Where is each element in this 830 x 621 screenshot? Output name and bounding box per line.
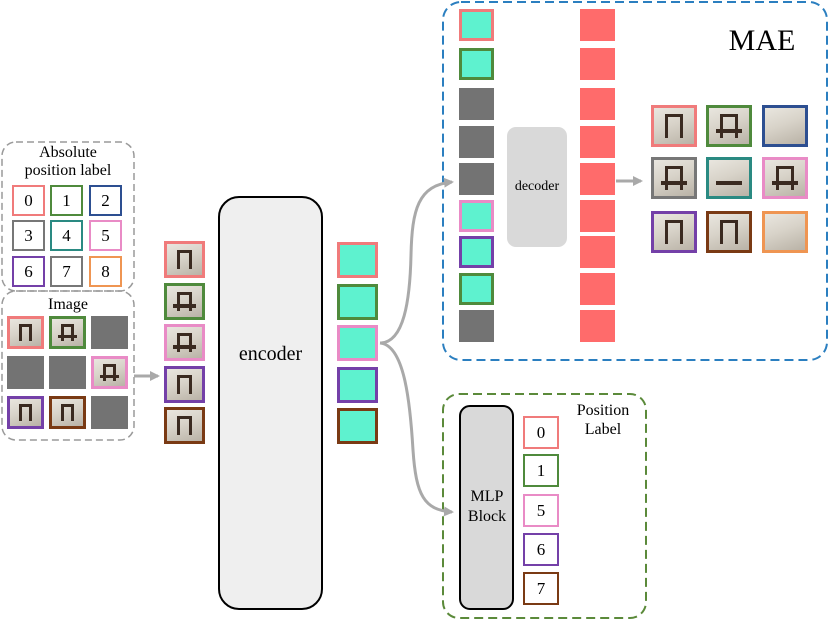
decoder-label: decoder [514, 179, 560, 194]
reconstructed-patch-7 [706, 211, 752, 253]
image-patch-3-masked [7, 356, 44, 389]
reconstructed-patch-0 [651, 105, 697, 147]
predicted-position-0: 0 [523, 416, 559, 449]
decoder-input-token-1 [459, 48, 494, 80]
reconstructed-patch-3 [651, 157, 697, 199]
encoder-block [218, 196, 323, 610]
mlp-group [442, 393, 647, 619]
position-label-title: Position Label [576, 402, 630, 438]
abs-pos-4: 4 [50, 220, 83, 251]
abs-pos-5: 5 [89, 220, 122, 251]
abs-pos-1: 1 [50, 185, 83, 216]
reconstructed-patch-1 [706, 105, 752, 147]
image-patch-8-masked [91, 396, 128, 429]
mlp-block [459, 405, 514, 610]
encoded-token-6 [337, 367, 378, 403]
decoder-output-token-1 [580, 48, 615, 80]
abs-pos-6: 6 [12, 256, 45, 287]
abs-pos-7: 7 [50, 256, 83, 287]
absolute-position-group [1, 141, 135, 292]
image-patch-1 [49, 316, 86, 349]
reconstructed-patch-6 [651, 211, 697, 253]
decoder-output-token-2 [580, 88, 615, 120]
abs-pos-3: 3 [12, 220, 45, 251]
decoder-output-token-3 [580, 126, 615, 158]
image-patch-4-masked [49, 356, 86, 389]
reconstructed-patch-5 [762, 157, 808, 199]
predicted-position-5: 5 [523, 494, 559, 527]
image-title: Image [48, 296, 88, 313]
image-group [1, 290, 135, 441]
mae-title: MAE [728, 24, 796, 57]
image-patch-0 [7, 316, 44, 349]
image-patch-5 [91, 356, 128, 389]
predicted-position-6: 6 [523, 533, 559, 566]
mlp-block-label: MLP Block [467, 488, 507, 525]
predicted-position-1: 1 [523, 454, 559, 487]
decoder-input-token-5 [459, 200, 494, 232]
mae-group [442, 1, 828, 361]
reconstructed-patch-2 [762, 105, 808, 147]
encoded-token-7 [337, 408, 378, 444]
encoded-token-5 [337, 325, 378, 361]
predicted-position-7: 7 [523, 572, 559, 605]
decoder-input-token-6 [459, 236, 494, 268]
decoder-output-token-5 [580, 200, 615, 232]
encoder-label: encoder [238, 343, 303, 365]
decoder-output-token-4 [580, 163, 615, 195]
image-patch-2-masked [91, 316, 128, 349]
decoder-input-mask-4 [459, 163, 494, 195]
abs-pos-8: 8 [89, 256, 122, 287]
encoded-token-0 [337, 242, 378, 278]
reconstructed-patch-4 [706, 157, 752, 199]
image-patch-7 [49, 396, 86, 429]
decoder-output-token-8 [580, 310, 615, 342]
image-patch-6 [7, 396, 44, 429]
arrow-encoder-to-mlp [379, 341, 454, 517]
decoder-input-token-7 [459, 273, 494, 305]
decoder-input-mask-2 [459, 88, 494, 120]
visible-patch-6 [164, 366, 205, 403]
visible-patch-1 [164, 283, 205, 320]
arrow-encoder-to-decoder [379, 177, 454, 345]
decoder-output-token-7 [580, 273, 615, 305]
decoder-input-mask-8 [459, 310, 494, 342]
decoder-output-token-0 [580, 9, 615, 41]
reconstructed-patch-8 [762, 211, 808, 253]
encoded-token-1 [337, 284, 378, 320]
decoder-block [507, 127, 567, 247]
abs-pos-2: 2 [89, 185, 122, 216]
absolute-position-label-title: Absolute position label [24, 144, 112, 179]
abs-pos-0: 0 [12, 185, 45, 216]
decoder-input-mask-3 [459, 126, 494, 158]
decoder-output-token-6 [580, 236, 615, 268]
decoder-input-token-0 [459, 9, 494, 41]
visible-patch-0 [164, 241, 205, 278]
visible-patch-5 [164, 324, 205, 361]
visible-patch-7 [164, 407, 205, 444]
